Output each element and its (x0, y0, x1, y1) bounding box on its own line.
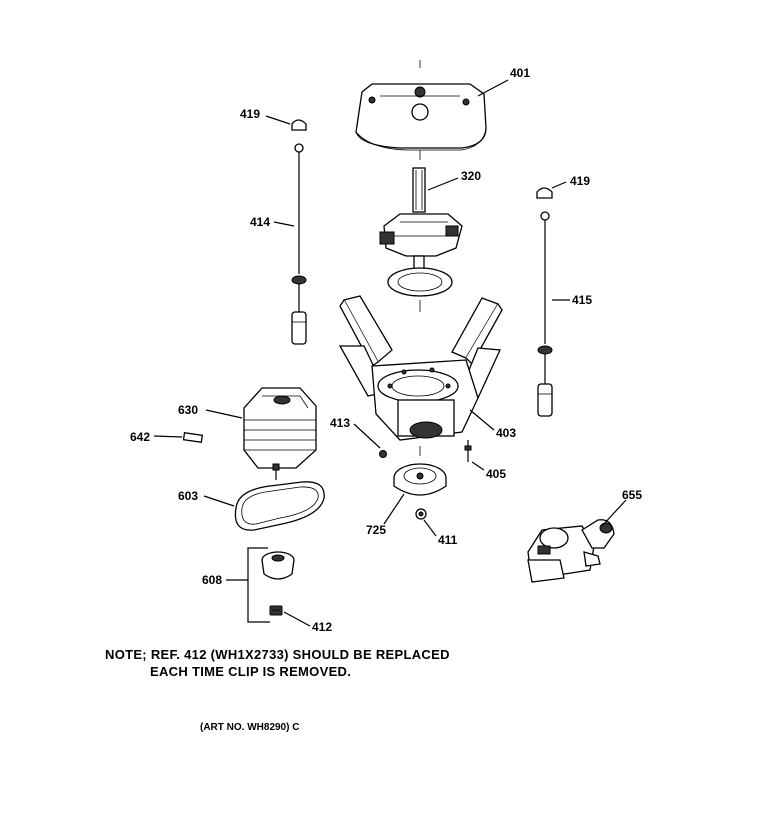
label-413: 413 (330, 416, 350, 430)
part-labels: 401 419 320 419 414 415 630 642 413 403 … (130, 66, 642, 634)
snubber-cap-part-419-right (536, 187, 553, 199)
nut-part-413 (379, 450, 387, 458)
label-405: 405 (486, 467, 506, 481)
label-725: 725 (366, 523, 386, 537)
label-411: 411 (438, 533, 458, 547)
motor-part-630 (243, 387, 317, 480)
label-412: 412 (312, 620, 332, 634)
clip-part-412 (269, 605, 283, 616)
label-415: 415 (572, 293, 592, 307)
label-419-left: 419 (240, 107, 260, 121)
suspension-rod-part-415 (537, 211, 553, 417)
pump-part-655 (527, 519, 615, 583)
platform-part-403 (338, 295, 503, 456)
note-line-1: NOTE; REF. 412 (WH1X2733) SHOULD BE REPL… (105, 647, 450, 662)
label-419-right: 419 (570, 174, 590, 188)
label-414: 414 (250, 215, 270, 229)
label-320: 320 (461, 169, 481, 183)
pump-pulley-part-608 (226, 547, 295, 623)
belt-part-603 (234, 481, 325, 531)
label-403: 403 (496, 426, 516, 440)
label-401: 401 (510, 66, 530, 80)
leader-lines (153, 79, 627, 627)
note-line-2: EACH TIME CLIP IS REMOVED. (150, 664, 352, 679)
cover-part-401 (355, 60, 487, 160)
label-655: 655 (622, 488, 642, 502)
screw-part-405 (464, 440, 472, 462)
label-642: 642 (130, 430, 150, 444)
pulley-part-725 (393, 463, 447, 496)
label-603: 603 (178, 489, 198, 503)
art-number: (ART NO. WH8290) C (200, 722, 300, 733)
clip-part-642 (182, 432, 204, 443)
snubber-cap-part-419-left (291, 119, 307, 131)
nut-part-411 (415, 508, 427, 520)
label-608: 608 (202, 573, 222, 587)
transmission-part-320 (379, 167, 463, 312)
suspension-rod-part-414 (291, 143, 307, 345)
label-630: 630 (178, 403, 198, 417)
